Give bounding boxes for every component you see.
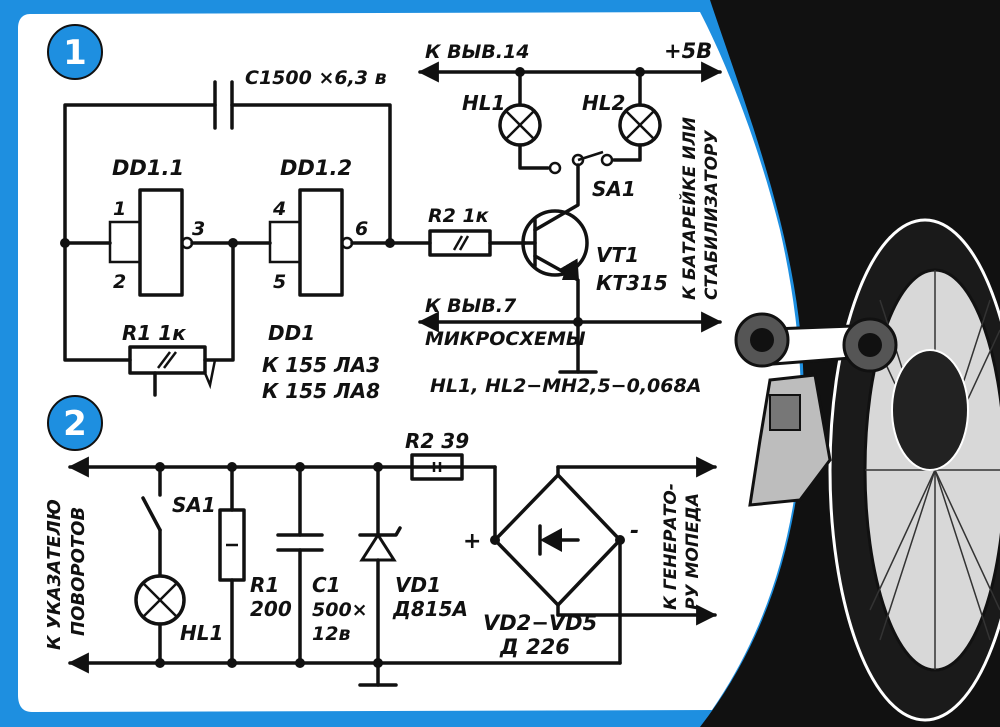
moped-wheel-illustration [734, 218, 1000, 722]
schematic-1: C1500 ×6,3 в К ВЫВ.14 +5В HL1 HL2 DD1.1 … [60, 39, 723, 403]
svg-text:1: 1 [63, 33, 87, 73]
label-sa1-2: SA1 [172, 493, 216, 517]
label-battery-1: К БАТАРЕЙКЕ ИЛИ [678, 117, 700, 300]
badge-2: 2 [47, 395, 103, 451]
label-hl2: HL2 [582, 91, 625, 115]
paper-panel [18, 12, 802, 712]
label-r1-2: R1 [250, 573, 279, 597]
label-r1-value: 200 [250, 597, 292, 621]
label-vd1: VD1 [395, 573, 441, 597]
switch-sa1 [571, 153, 585, 167]
label-to-pin7: К ВЫВ.7 [425, 295, 517, 317]
label-pin-5: 5 [273, 271, 286, 293]
label-kt315: КТ315 [596, 271, 668, 295]
label-sa1: SA1 [592, 177, 636, 201]
label-ic-1: К 155 ЛА3 [262, 353, 380, 377]
label-capacitor: C1500 ×6,3 в [245, 67, 387, 89]
label-pin-4: 4 [272, 198, 286, 220]
label-generator-2: РУ МОПЕДА [683, 493, 703, 610]
label-to-pin14: К ВЫВ.14 [425, 41, 529, 63]
label-pin-3: 3 [192, 218, 205, 240]
label-r1: R1 1к [122, 321, 186, 345]
resistor-r2-39 [410, 453, 464, 481]
label-generator-1: К ГЕНЕРАТО- [661, 483, 681, 610]
label-vd2-vd5: VD2−VD5 [483, 611, 597, 635]
label-vd2-vd5-type: Д 226 [499, 635, 570, 659]
svg-text:2: 2 [63, 404, 87, 444]
switch-sa1-2 [141, 496, 162, 532]
badge-1: 1 [47, 24, 103, 80]
label-c1-value-2: 12в [312, 623, 350, 645]
label-pin-6: 6 [355, 218, 368, 240]
label-microchip: МИКРОСХЕМЫ [425, 328, 586, 350]
label-hl1: HL1 [462, 91, 505, 115]
label-hl1-2: HL1 [180, 621, 223, 645]
label-c1-value-1: 500× [312, 599, 368, 621]
label-turn-1: К УКАЗАТЕЛЮ [44, 499, 65, 650]
label-lamps: HL1, HL2−МН2,5−0,068А [430, 375, 701, 397]
label-pin-2: 2 [113, 271, 126, 293]
label-turn-2: ПОВОРОТОВ [68, 507, 89, 636]
label-r2-39: R2 39 [405, 429, 469, 453]
label-vd1-type: Д815А [392, 597, 468, 621]
label-dd1-1: DD1.1 [112, 156, 184, 180]
label-minus: - [630, 519, 639, 544]
label-dd1-2: DD1.2 [280, 156, 352, 180]
label-battery-2: СТАБИЛИЗАТОРУ [702, 129, 722, 300]
label-plus-5v: +5В [664, 39, 712, 63]
label-pin-1: 1 [113, 198, 126, 220]
transistor-vt1 [521, 209, 589, 277]
label-vt1: VT1 [596, 243, 639, 267]
schematic-2: R2 39 SA1 + - R1 200 C1 500× 12в VD1 Д81… [44, 429, 718, 687]
label-plus: + [463, 529, 481, 554]
label-c1: C1 [312, 573, 341, 597]
label-r2: R2 1к [428, 205, 490, 227]
label-ic-2: К 155 ЛА8 [262, 379, 380, 403]
label-dd1: DD1 [268, 321, 315, 345]
